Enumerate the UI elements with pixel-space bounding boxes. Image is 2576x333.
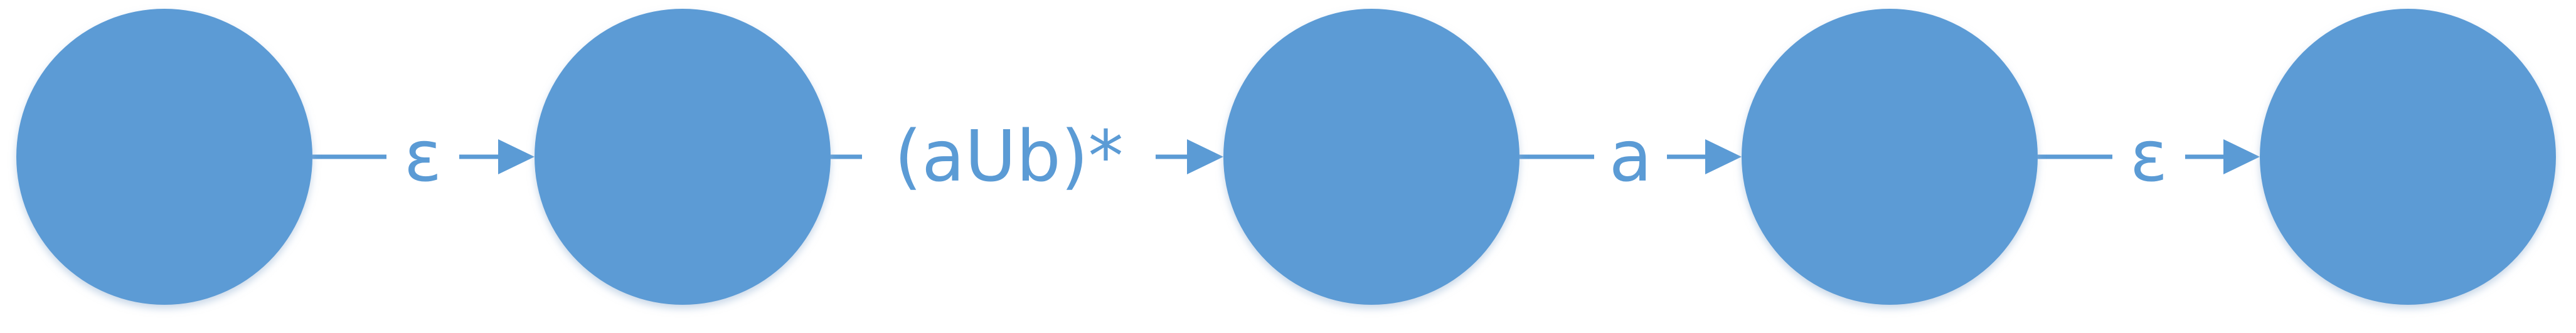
state-node <box>2260 9 2556 305</box>
transition-label: a <box>1609 116 1653 198</box>
transition-3: a <box>1520 116 1742 198</box>
state-node <box>1742 9 2038 305</box>
transition-label: (aUb)* <box>894 116 1123 198</box>
transition-label: ε <box>404 116 442 198</box>
arrowhead <box>2223 139 2260 174</box>
state-node <box>535 9 831 305</box>
transition-2: (aUb)* <box>831 116 1223 198</box>
arrowhead <box>498 139 535 174</box>
edges-layer: ε (aUb)* a ε <box>312 116 2260 198</box>
transition-1: ε <box>312 116 535 198</box>
state-node <box>1223 9 1520 305</box>
state-node <box>16 9 312 305</box>
transition-label: ε <box>2130 116 2168 198</box>
transition-4: ε <box>2038 116 2260 198</box>
arrowhead <box>1187 139 1223 174</box>
arrowhead <box>1705 139 1742 174</box>
nodes-layer <box>16 9 2556 305</box>
